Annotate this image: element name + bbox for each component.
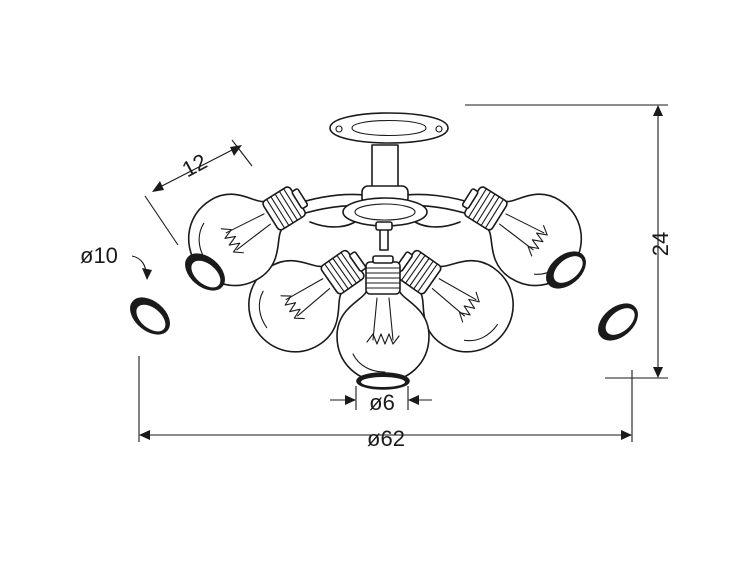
height-dimension: 24	[465, 104, 673, 379]
opening-diameter-dimension: ø6	[330, 386, 432, 415]
arm-length-label: 12	[178, 149, 211, 183]
overall-diameter-dimension: ø62	[138, 356, 633, 451]
height-label: 24	[648, 232, 673, 256]
center-hub	[342, 185, 428, 227]
stem	[371, 144, 399, 192]
shade-diameter-dimension: ø10	[80, 243, 152, 280]
ceiling-canopy	[329, 112, 449, 144]
shade-diameter-label: ø10	[80, 243, 118, 268]
center-rod	[375, 221, 393, 251]
overall-diameter-label: ø62	[367, 426, 405, 451]
opening-diameter-label: ø6	[369, 390, 395, 415]
shade-openings	[123, 244, 645, 390]
